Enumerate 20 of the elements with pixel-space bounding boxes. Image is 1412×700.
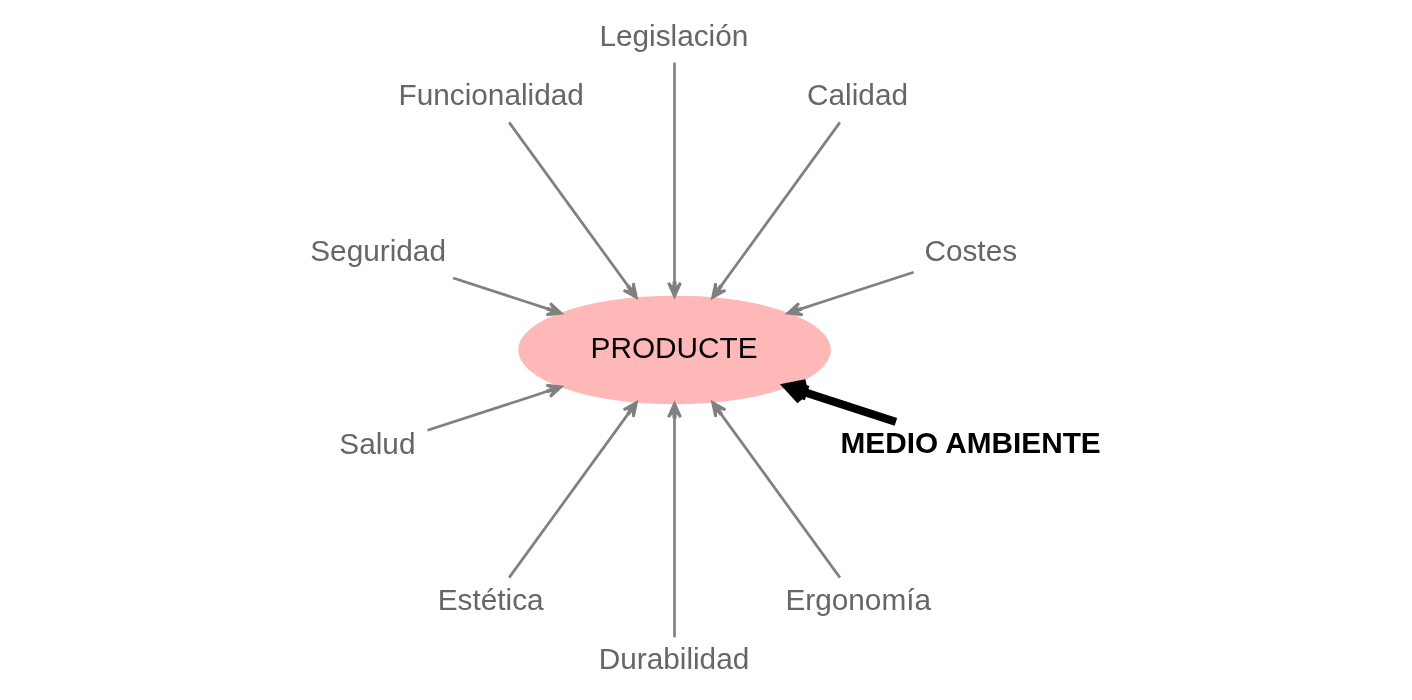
node-text: Salud bbox=[339, 426, 416, 460]
node-text: Costes bbox=[924, 234, 1018, 268]
node-text: Legislación bbox=[599, 18, 749, 52]
node-text: Ergonomía bbox=[785, 582, 932, 616]
node-text: Seguridad bbox=[310, 234, 446, 268]
arrow bbox=[711, 400, 842, 579]
arrow bbox=[783, 379, 898, 426]
node-text: Funcionalidad bbox=[398, 78, 584, 112]
node-text: Durabilidad bbox=[598, 642, 750, 676]
node-text: Estética bbox=[437, 582, 544, 616]
arrow bbox=[508, 400, 638, 579]
arrow bbox=[452, 276, 563, 317]
arrow bbox=[508, 121, 638, 300]
arrow bbox=[786, 271, 914, 317]
arrow bbox=[667, 62, 682, 298]
node-text: MEDIO AMBIENTE bbox=[840, 425, 1101, 459]
arrow bbox=[711, 121, 842, 300]
node-text: Calidad bbox=[807, 78, 909, 112]
arrow bbox=[427, 383, 563, 432]
arrow bbox=[667, 402, 682, 638]
